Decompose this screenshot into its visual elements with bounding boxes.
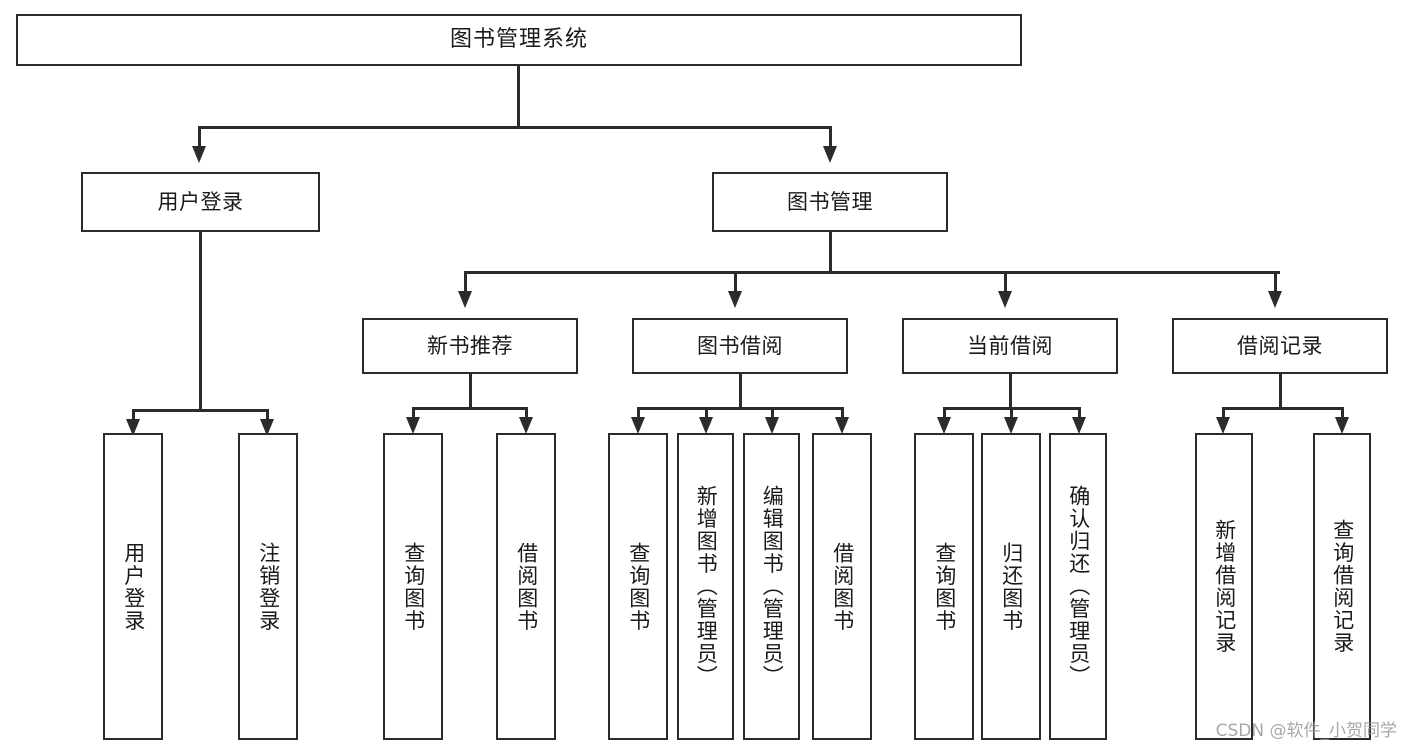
node-book-borrow[interactable]: 图书借阅 <box>632 318 848 374</box>
leaf-query-book-borrow[interactable]: 查询图书 <box>608 433 668 740</box>
connector-level2-drop-3 <box>1004 271 1007 293</box>
connector-book-borrow-stem <box>739 374 742 409</box>
leaf-edit-book-admin[interactable]: 编辑图书（管理员） <box>743 433 800 740</box>
arrowhead-to-current-borrow <box>998 291 1012 308</box>
node-book-management[interactable]: 图书管理 <box>712 172 948 232</box>
leaf-query-book-recommend[interactable]: 查询图书 <box>383 433 443 740</box>
watermark-text: CSDN @软件_小贺同学 <box>1215 721 1397 741</box>
connector-level2-bus <box>464 271 1280 274</box>
connector-root-bus <box>198 126 831 129</box>
arrowhead-to-book-management <box>823 146 837 163</box>
leaf-borrow-book-recommend[interactable]: 借阅图书 <box>496 433 556 740</box>
leaf-return-book[interactable]: 归还图书 <box>981 433 1041 740</box>
leaf-borrow-book[interactable]: 借阅图书 <box>812 433 872 740</box>
arrowhead-book-borrow-leaf-4 <box>835 417 849 434</box>
connector-root-drop-1 <box>198 126 201 148</box>
connector-book-borrow-drop-3 <box>771 407 774 419</box>
connector-user-login-drop-2 <box>266 409 269 421</box>
node-label: 借阅图书 <box>514 541 539 632</box>
connector-book-borrow-drop-1 <box>637 407 640 419</box>
connector-current-borrow-drop-3 <box>1078 407 1081 419</box>
connector-new-book-stem <box>469 374 472 409</box>
node-label: 图书管理 <box>787 189 873 214</box>
connector-new-book-bus <box>412 407 527 410</box>
arrowhead-to-user-login-leaf <box>126 419 140 436</box>
node-label: 借阅记录 <box>1237 333 1323 358</box>
node-label: 查询图书 <box>401 541 426 632</box>
connector-current-borrow-drop-2 <box>1010 407 1013 419</box>
node-label: 图书管理系统 <box>449 27 588 53</box>
leaf-add-borrow-record[interactable]: 新增借阅记录 <box>1195 433 1253 740</box>
leaf-add-book-admin[interactable]: 新增图书（管理员） <box>677 433 734 740</box>
node-label: 查询图书 <box>626 541 651 632</box>
node-root-library-system[interactable]: 图书管理系统 <box>16 14 1022 66</box>
node-current-borrow[interactable]: 当前借阅 <box>902 318 1118 374</box>
node-user-login[interactable]: 用户登录 <box>81 172 320 232</box>
node-label: 注销登录 <box>256 541 281 632</box>
arrowhead-new-book-leaf-1 <box>406 417 420 434</box>
connector-borrow-record-bus <box>1222 407 1343 410</box>
leaf-query-book-current[interactable]: 查询图书 <box>914 433 974 740</box>
node-label: 图书借阅 <box>697 333 783 358</box>
node-label: 新增图书（管理员） <box>694 485 719 688</box>
connector-book-management-stem <box>829 232 832 273</box>
node-label: 用户登录 <box>157 189 244 214</box>
connector-book-borrow-bus <box>637 407 843 410</box>
node-label: 查询借阅记录 <box>1330 519 1355 654</box>
arrowhead-borrow-record-leaf-1 <box>1216 417 1230 434</box>
arrowhead-to-book-borrow <box>728 291 742 308</box>
arrowhead-to-borrow-record <box>1268 291 1282 308</box>
node-label: 查询图书 <box>932 541 957 632</box>
arrowhead-book-borrow-leaf-1 <box>631 417 645 434</box>
connector-borrow-record-drop-2 <box>1341 407 1344 419</box>
arrowhead-book-borrow-leaf-3 <box>765 417 779 434</box>
connector-level2-drop-2 <box>734 271 737 293</box>
node-borrow-record[interactable]: 借阅记录 <box>1172 318 1388 374</box>
connector-new-book-drop-1 <box>412 407 415 419</box>
arrowhead-borrow-record-leaf-2 <box>1335 417 1349 434</box>
leaf-logout[interactable]: 注销登录 <box>238 433 298 740</box>
arrowhead-current-borrow-leaf-1 <box>937 417 951 434</box>
arrowhead-to-logout-leaf <box>260 419 274 436</box>
leaf-query-borrow-record[interactable]: 查询借阅记录 <box>1313 433 1371 740</box>
arrowhead-current-borrow-leaf-3 <box>1072 417 1086 434</box>
connector-borrow-record-stem <box>1279 374 1282 409</box>
connector-root-drop-2 <box>829 126 832 148</box>
connector-root-stem <box>517 66 520 128</box>
connector-level2-drop-1 <box>464 271 467 293</box>
node-new-book-recommend[interactable]: 新书推荐 <box>362 318 578 374</box>
node-label: 归还图书 <box>999 541 1024 632</box>
arrowhead-book-borrow-leaf-2 <box>699 417 713 434</box>
connector-book-borrow-drop-4 <box>841 407 844 419</box>
arrowhead-to-new-book-recommend <box>458 291 472 308</box>
connector-user-login-stem <box>199 232 202 412</box>
connector-new-book-drop-2 <box>525 407 528 419</box>
connector-user-login-drop-1 <box>132 409 135 421</box>
node-label: 借阅图书 <box>830 541 855 632</box>
arrowhead-new-book-leaf-2 <box>519 417 533 434</box>
leaf-user-login[interactable]: 用户登录 <box>103 433 163 740</box>
node-label: 用户登录 <box>121 541 146 632</box>
connector-borrow-record-drop-1 <box>1222 407 1225 419</box>
leaf-confirm-return-admin[interactable]: 确认归还（管理员） <box>1049 433 1107 740</box>
connector-level2-drop-4 <box>1274 271 1277 293</box>
connector-user-login-bus <box>132 409 268 412</box>
connector-book-borrow-drop-2 <box>705 407 708 419</box>
node-label: 确认归还（管理员） <box>1066 485 1091 688</box>
node-label: 新增借阅记录 <box>1212 519 1237 654</box>
node-label: 编辑图书（管理员） <box>760 485 785 688</box>
arrowhead-to-user-login <box>192 146 206 163</box>
connector-current-borrow-stem <box>1009 374 1012 409</box>
arrowhead-current-borrow-leaf-2 <box>1004 417 1018 434</box>
node-label: 新书推荐 <box>427 333 513 358</box>
connector-current-borrow-drop-1 <box>943 407 946 419</box>
node-label: 当前借阅 <box>967 333 1053 358</box>
